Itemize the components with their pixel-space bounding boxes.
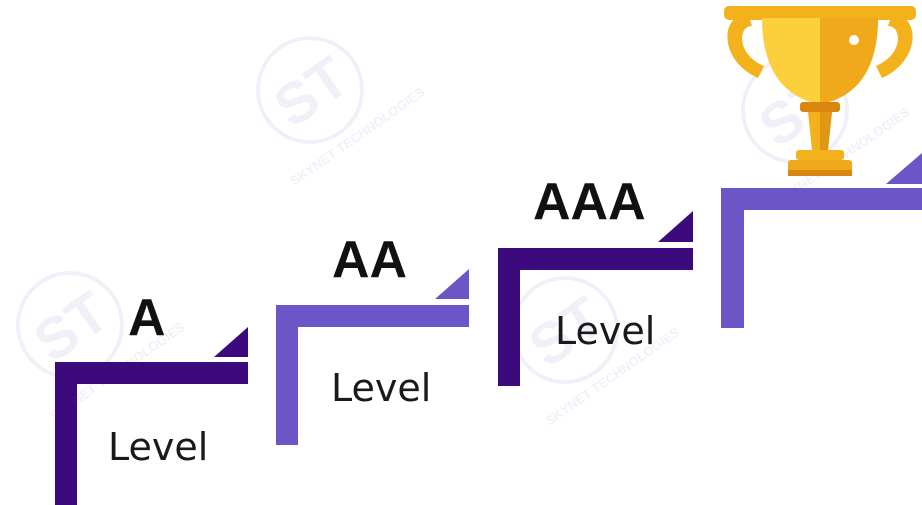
step-2-riser bbox=[276, 305, 298, 445]
step-2-corner-triangle bbox=[435, 269, 469, 299]
step-1-riser bbox=[55, 362, 77, 505]
step-1-corner-triangle bbox=[214, 327, 248, 357]
step-3-grade: AAA bbox=[533, 173, 646, 231]
step-2-level-label: Level bbox=[331, 366, 432, 410]
step-4-riser bbox=[721, 188, 744, 328]
step-1-tread bbox=[55, 362, 248, 384]
step-3-corner-triangle bbox=[658, 211, 693, 242]
step-3-tread bbox=[498, 248, 693, 270]
step-3-riser bbox=[498, 248, 520, 386]
step-4-corner-triangle bbox=[886, 153, 922, 184]
step-2-grade: AA bbox=[332, 231, 408, 289]
trophy-icon bbox=[724, 6, 916, 176]
step-1-grade: A bbox=[128, 289, 166, 347]
step-3-level-label: Level bbox=[555, 309, 656, 353]
watermark-logo: ST SKYNET TECHNOLOGIES bbox=[511, 276, 683, 428]
step-4-tread bbox=[721, 188, 922, 210]
step-2-tread bbox=[276, 305, 469, 327]
watermark-logo: ST SKYNET TECHNOLOGIES bbox=[256, 36, 428, 188]
step-1-level-label: Level bbox=[108, 425, 209, 469]
